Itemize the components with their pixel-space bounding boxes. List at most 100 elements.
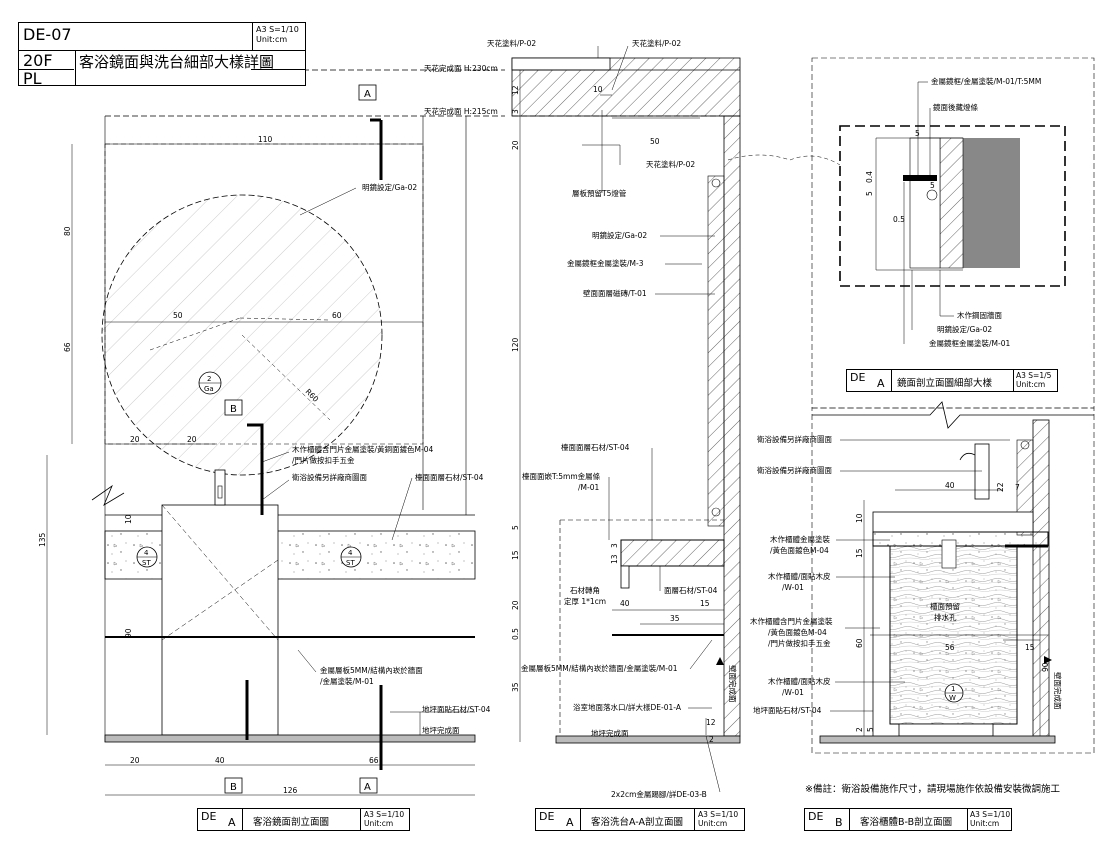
mirror-tag-num: 2 — [207, 375, 211, 383]
dim-b56: 56 — [945, 643, 955, 652]
caption-code: DE — [539, 810, 555, 823]
dim-60: 60 — [332, 311, 342, 320]
metal-shelf-label-1: 金屬層板5MM/結構內崁於牆面 — [320, 665, 423, 675]
caption-unit: Unit:cm — [970, 819, 1000, 828]
metal-plate-label-2: /M-01 — [578, 483, 599, 492]
section-tag-b-mid: B — [230, 404, 237, 415]
caption-scale: A3 S=1/5 — [1016, 371, 1052, 380]
dim-b20: 20 — [130, 756, 140, 765]
sheet-number: DE-07 — [23, 25, 72, 44]
stone-face-label: 面層石材/ST-04 — [664, 585, 718, 595]
caption-name: 鏡面剖立面圖細部大樣 — [897, 378, 993, 389]
tile-label: 壁面面層磁磚/T-01 — [583, 288, 647, 298]
fixture-label-1: 衛浴設備另詳廠商圖面 — [757, 434, 832, 444]
dim-20b: 20 — [511, 600, 520, 610]
veneer-b-label-1: 木作櫃體/面貼木皮 — [768, 676, 831, 686]
stone-tag-code-left: ST — [142, 559, 151, 567]
view1-text: 天花完成面 H:230cm 天花完成面 H:215cm A B B A 110 … — [38, 63, 498, 795]
caption-detail: DE A 鏡面剖立面圖細部大樣 A3 S=1/5 Unit:cm — [846, 369, 1058, 392]
stone-tag-num-right: 4 — [348, 549, 353, 557]
caption-code: DE — [808, 810, 824, 823]
dim-50: 50 — [173, 311, 183, 320]
dim-b66: 66 — [369, 756, 379, 765]
veneer-a-label-2: /W-01 — [782, 583, 804, 592]
metal-shelf-label-aa: 金屬層板5MM/結構內崁於牆面/金屬塗裝/M-01 — [521, 663, 678, 673]
dim-t3: 3 — [610, 543, 619, 548]
dim-b40: 40 — [215, 756, 225, 765]
caption-letter: A — [566, 816, 574, 829]
dim-b5: 5 — [866, 727, 875, 732]
dim-t35: 35 — [670, 614, 680, 623]
dim-110: 110 — [258, 135, 273, 144]
material-tag-circles — [136, 371, 964, 703]
dim-d5c: 5 — [930, 181, 935, 190]
veneer-a-label-1: 木作櫃體/面貼木皮 — [768, 571, 831, 581]
frame-label-aa: 金屬鏡框金屬塗裝/M-3 — [567, 258, 644, 268]
floor-stone-label: 地坪面貼石材/ST-04 — [422, 704, 491, 714]
dim-b15: 15 — [855, 548, 864, 558]
dim-90: 90 — [124, 628, 133, 638]
metal-shelf-label-2: /金屬塗裝/M-01 — [320, 676, 374, 686]
dim-b22: 22 — [996, 482, 1005, 492]
floor-finish-label-aa: 地坪完成面 — [591, 728, 629, 738]
section-tag-a-bottom: A — [364, 782, 371, 793]
section-tags — [224, 84, 378, 794]
dim-t15: 15 — [700, 599, 710, 608]
wood-tag-num: 1 — [951, 685, 955, 693]
wall-finish-label-aa: 壁面完成面 — [728, 665, 738, 703]
caption-letter: B — [835, 816, 843, 829]
dim-05: 0.5 — [511, 628, 520, 640]
dim-b90: 90 — [1041, 662, 1050, 672]
dim-d04: 0.4 — [865, 171, 874, 183]
paint-label-left: 天花塗料/P-02 — [487, 38, 536, 48]
dim-12: 12 — [511, 85, 520, 95]
dim-b40: 40 — [945, 481, 955, 490]
cabinet-a-label-2: /黃色面鍍色M-04 — [770, 545, 829, 555]
caption-name: 客浴鏡面剖立面圖 — [253, 817, 330, 828]
dim-5: 5 — [511, 525, 520, 530]
stone-tag-num-left: 4 — [144, 549, 149, 557]
stone-top-label-aa: 檯面面層石材/ST-04 — [561, 442, 630, 452]
paint-label-right: 天花塗料/P-02 — [632, 38, 681, 48]
paper-scale: A3 S=1/10 — [256, 25, 299, 34]
dim-b15b: 15 — [1025, 643, 1035, 652]
dim-80: 80 — [63, 226, 72, 236]
view-mirror-detail — [727, 57, 1095, 429]
caption-name: 客浴洗台A-A剖立面圖 — [591, 817, 684, 828]
caption-view3: DE B 客浴櫃體B-B剖立面圖 A3 S=1/10 Unit:cm — [804, 808, 1012, 831]
caption-unit: Unit:cm — [364, 819, 394, 828]
remark-note: ※備註：衛浴設備施作尺寸，請現場施作依設備安裝微調施工 — [805, 784, 1060, 795]
title-block: DE-07 A3 S=1/10 Unit:cm 20F 客浴鏡面與洗台細部大樣詳… — [18, 22, 306, 88]
caption-unit: Unit:cm — [698, 819, 728, 828]
dim-t40: 40 — [620, 599, 630, 608]
detail-lamp-label: 鏡面後藏燈條 — [933, 102, 978, 112]
cabinet-b-label-1: 木作櫃體含門片金屬塗裝 — [750, 616, 833, 626]
paint-label-mid: 天花塗料/P-02 — [646, 159, 695, 169]
floor-finish-label: 地坪完成面 — [422, 725, 460, 735]
drain-label: 浴室地面落水口/詳大樣DE-01-A — [573, 702, 682, 712]
view-mirror-elevation — [46, 69, 505, 796]
lamp-label: 層板預留T5燈管 — [572, 188, 627, 198]
dim-d05: 0.5 — [893, 215, 905, 224]
dim-t10: 10 — [593, 85, 603, 94]
dim-b7: 7 — [1015, 483, 1020, 492]
chamfer-label-2: 定厚 1*1cm — [564, 596, 606, 606]
caption-name: 客浴櫃體B-B剖立面圖 — [860, 817, 953, 828]
cabinet-label-1: 木作櫃體含門片金屬塗裝/黃銅面鍍色M-04 — [292, 444, 433, 454]
floor-stone-label-bb: 地坪面貼石材/ST-04 — [753, 705, 822, 715]
caption-unit: Unit:cm — [1016, 380, 1046, 389]
cabinet-b-label-2: /黃色面鍍色M-04 — [768, 627, 827, 637]
chamfer-label-1: 石材轉角 — [570, 585, 600, 595]
caption-code: DE — [201, 810, 217, 823]
veneer-b-label-2: /W-01 — [782, 688, 804, 697]
stone-tag-code-right: ST — [346, 559, 355, 567]
stone-top-label: 檯面面層石材/ST-04 — [415, 472, 484, 482]
metal-plate-label-1: 檯面面嵌T:5mm金屬條 — [522, 471, 601, 481]
caption-scale: A3 S=1/10 — [364, 810, 405, 819]
view-aa-section — [511, 45, 741, 793]
drain-hole-label-2: 排水孔 — [934, 612, 957, 622]
ceiling-215-label: 天花完成面 H:215cm — [424, 106, 498, 116]
ceiling-230-label: 天花完成面 H:230cm — [424, 63, 498, 73]
dim-35: 35 — [511, 682, 520, 692]
